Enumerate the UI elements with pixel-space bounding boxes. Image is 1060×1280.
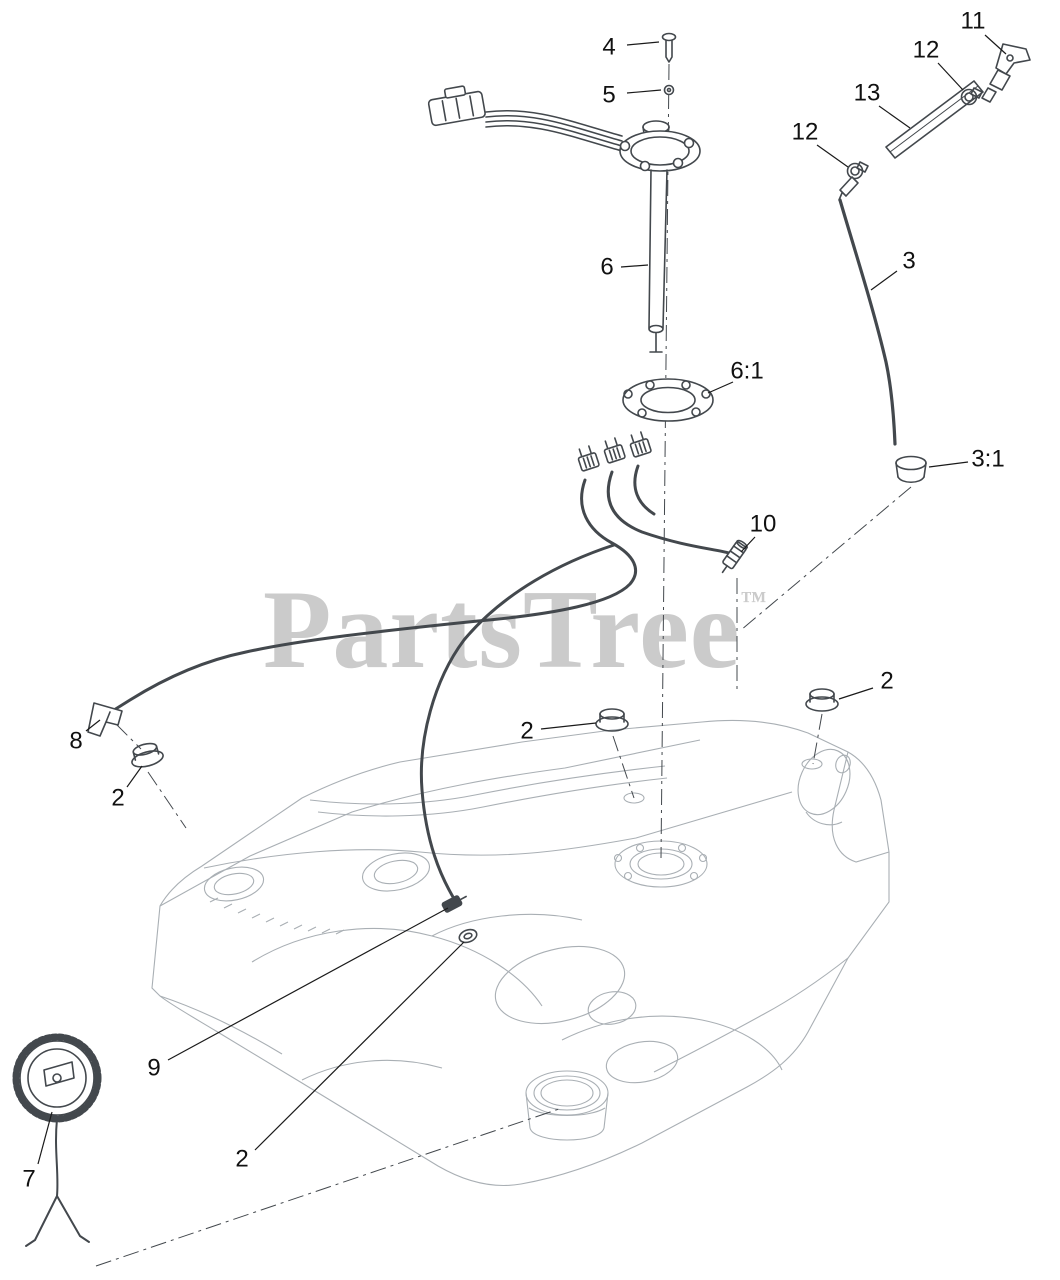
leader-line-11 — [984, 34, 1007, 55]
callout-2: 2 — [111, 785, 124, 812]
fuel-tank-drawing — [151, 719, 890, 1187]
callout-11: 11 — [961, 8, 986, 35]
sender-gasket-drawing — [622, 378, 714, 422]
leader-line-10 — [740, 536, 756, 553]
fuel-sender-drawing — [427, 85, 701, 353]
leader-line-13 — [878, 105, 911, 129]
hose-fitting-drawing — [721, 539, 748, 574]
grommets-drawing — [127, 688, 839, 771]
elbow-fitting-drawing — [87, 702, 123, 737]
hose-clamp-drawing — [846, 87, 983, 180]
leader-lines — [37, 34, 1007, 1165]
callout-7: 7 — [22, 1166, 35, 1193]
callout-6: 6 — [600, 254, 613, 281]
washer-drawing — [663, 84, 675, 96]
callout-12: 12 — [913, 37, 940, 64]
leader-line-4 — [626, 41, 660, 46]
leader-line-12 — [937, 62, 964, 91]
callout-9: 9 — [147, 1055, 160, 1082]
callout-5: 5 — [602, 82, 615, 109]
leader-line-6:1 — [707, 381, 734, 394]
tank-outlet-drawing — [458, 928, 478, 944]
leader-line-7 — [37, 1111, 53, 1165]
callout-4: 4 — [602, 34, 615, 61]
callout-10: 10 — [750, 511, 777, 538]
centerlines — [95, 63, 912, 1267]
leader-line-9 — [167, 907, 449, 1061]
leader-line-12 — [816, 144, 849, 168]
leader-line-2 — [126, 765, 143, 788]
watermark-tm: ™ — [740, 586, 767, 615]
callout-2: 2 — [520, 718, 533, 745]
vent-hose-drawing — [885, 80, 984, 159]
vent-line-drawing — [838, 176, 897, 446]
screw-drawing — [661, 32, 677, 63]
callout-13: 13 — [854, 80, 881, 107]
parts-layer — [12, 32, 1031, 1247]
leader-line-3 — [870, 270, 898, 291]
callout-2: 2 — [880, 668, 893, 695]
vent-valve-drawing — [981, 43, 1031, 103]
leader-line-2 — [540, 722, 597, 730]
callout-6:1: 6:1 — [730, 358, 763, 385]
leader-line-8 — [85, 719, 101, 732]
callout-3: 3 — [902, 248, 915, 275]
vent-grommet-drawing — [895, 455, 927, 484]
watermark: PartsTree™ — [263, 566, 767, 695]
callout-labels: 4 5 11 12 13 12 6 3 6:1 3:1 10 2 2 8 2 9 2 7 — [22, 8, 1004, 1193]
watermark-text: PartsTree — [263, 568, 741, 692]
leader-line-6 — [620, 264, 649, 268]
fuel-hoses-drawing — [112, 464, 731, 904]
leader-line-5 — [626, 89, 662, 94]
callout-8: 8 — [69, 728, 82, 755]
leader-line-2 — [838, 687, 874, 700]
fuel-cap-drawing — [12, 1033, 102, 1247]
callout-3:1: 3:1 — [971, 446, 1004, 473]
callout-12: 12 — [792, 119, 819, 146]
leader-line-3:1 — [928, 461, 969, 468]
callout-2: 2 — [235, 1146, 248, 1173]
fuel-line-connectors-drawing — [577, 431, 652, 472]
leader-line-2 — [254, 941, 465, 1151]
